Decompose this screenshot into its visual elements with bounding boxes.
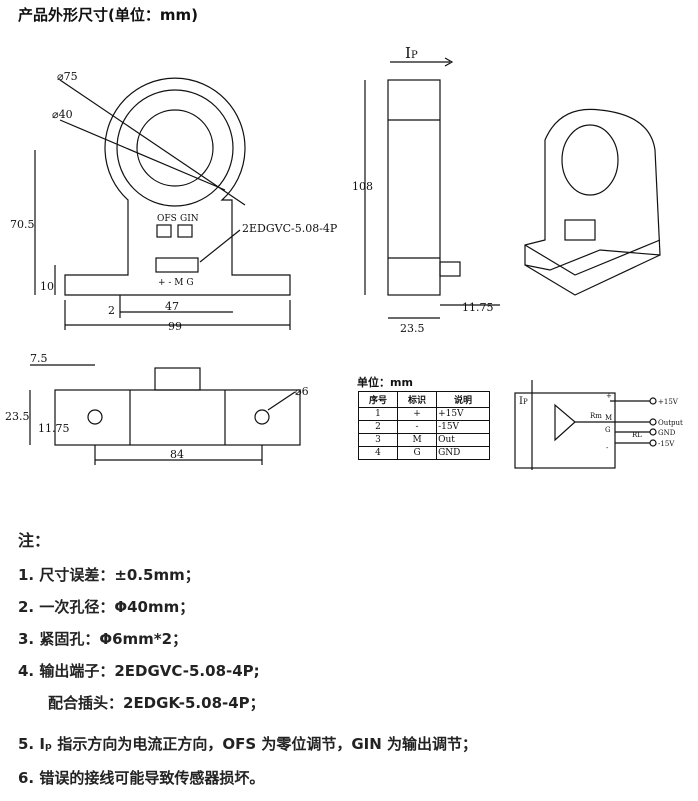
cell: 1 — [357, 407, 399, 421]
note-item: 3. 紧固孔：Φ6mm*2； — [18, 630, 188, 648]
table-header: 序号 — [357, 391, 399, 408]
ip-arrow-label: IP — [405, 44, 418, 62]
front-view — [34, 77, 291, 330]
hole-dim: ⌀6 — [295, 385, 309, 398]
side-height-dim: 108 — [352, 180, 373, 193]
circuit-pin: + — [606, 392, 612, 400]
cell: +15V — [436, 407, 490, 421]
note-item: 6. 错误的接线可能导致传感器损坏。 — [18, 769, 265, 787]
inner-diameter-label: ⌀40 — [52, 108, 73, 121]
rm-label: Rm — [590, 412, 602, 420]
circuit-output: +15V — [658, 398, 679, 406]
hole-spacing-dim: 84 — [170, 448, 184, 461]
isometric-view — [524, 108, 661, 296]
side-depth-dim: 23.5 — [400, 322, 425, 335]
note-item: 2. 一次孔径：Φ40mm； — [18, 598, 195, 616]
outer-diameter-label: ⌀75 — [57, 70, 78, 83]
notes-heading: 注： — [18, 531, 51, 550]
gap-dim: 2 — [108, 304, 115, 317]
note-item: 5. Iₚ 指示方向为电流正方向，OFS 为零位调节，GIN 为输出调节； — [18, 735, 478, 753]
cell: 2 — [357, 420, 399, 434]
bottom-half-dim: 11.75 — [38, 422, 70, 435]
note-item: 配合插头：2EDGK-5.08-4P； — [48, 694, 265, 712]
circuit-pin: M — [605, 414, 612, 422]
circuit-output: -15V — [658, 440, 675, 448]
total-width-dim: 99 — [168, 320, 182, 333]
body-width-dim: 47 — [165, 300, 179, 313]
gin-label: GIN — [180, 214, 199, 224]
circuit-ip-label: IP — [519, 396, 528, 407]
pin-labels: + - M G — [158, 278, 194, 288]
note-item: 4. 输出端子：2EDGVC-5.08-4P; — [18, 662, 260, 680]
cell: M — [397, 433, 438, 447]
circuit-pin: - — [606, 444, 609, 452]
rl-label: RL — [632, 431, 642, 439]
cell: GND — [436, 446, 490, 460]
cell: + — [397, 407, 438, 421]
side-small-depth-dim: 11.75 — [462, 301, 494, 314]
bottom-view — [29, 364, 301, 465]
cell: 4 — [357, 446, 399, 460]
circuit-diagram — [514, 380, 657, 470]
cell: 3 — [357, 433, 399, 447]
page-title: 产品外形尺寸(单位：mm) — [18, 6, 198, 24]
offset-dim: 7.5 — [30, 352, 48, 365]
bottom-width-dim: 23.5 — [5, 410, 30, 423]
note-item: 1. 尺寸误差：±0.5mm； — [18, 566, 200, 584]
table-row: 1++15V — [357, 407, 490, 421]
table-row: 2--15V — [357, 420, 490, 434]
table-unit: 单位：mm — [357, 376, 413, 389]
height-dim: 70.5 — [10, 218, 35, 231]
base-dim: 10 — [40, 280, 54, 293]
cell: -15V — [436, 420, 490, 434]
circuit-output: Output — [658, 419, 683, 427]
connector-label: 2EDGVC-5.08-4P — [242, 222, 338, 235]
circuit-output: GND — [658, 429, 676, 437]
circuit-pin: G — [605, 426, 611, 434]
table-header: 说明 — [436, 391, 490, 408]
cell: Out — [436, 433, 490, 447]
ofs-label: OFS — [157, 214, 177, 224]
cell: G — [397, 446, 438, 460]
table-header: 标识 — [397, 391, 438, 408]
side-view — [364, 57, 500, 319]
cell: - — [397, 420, 438, 434]
